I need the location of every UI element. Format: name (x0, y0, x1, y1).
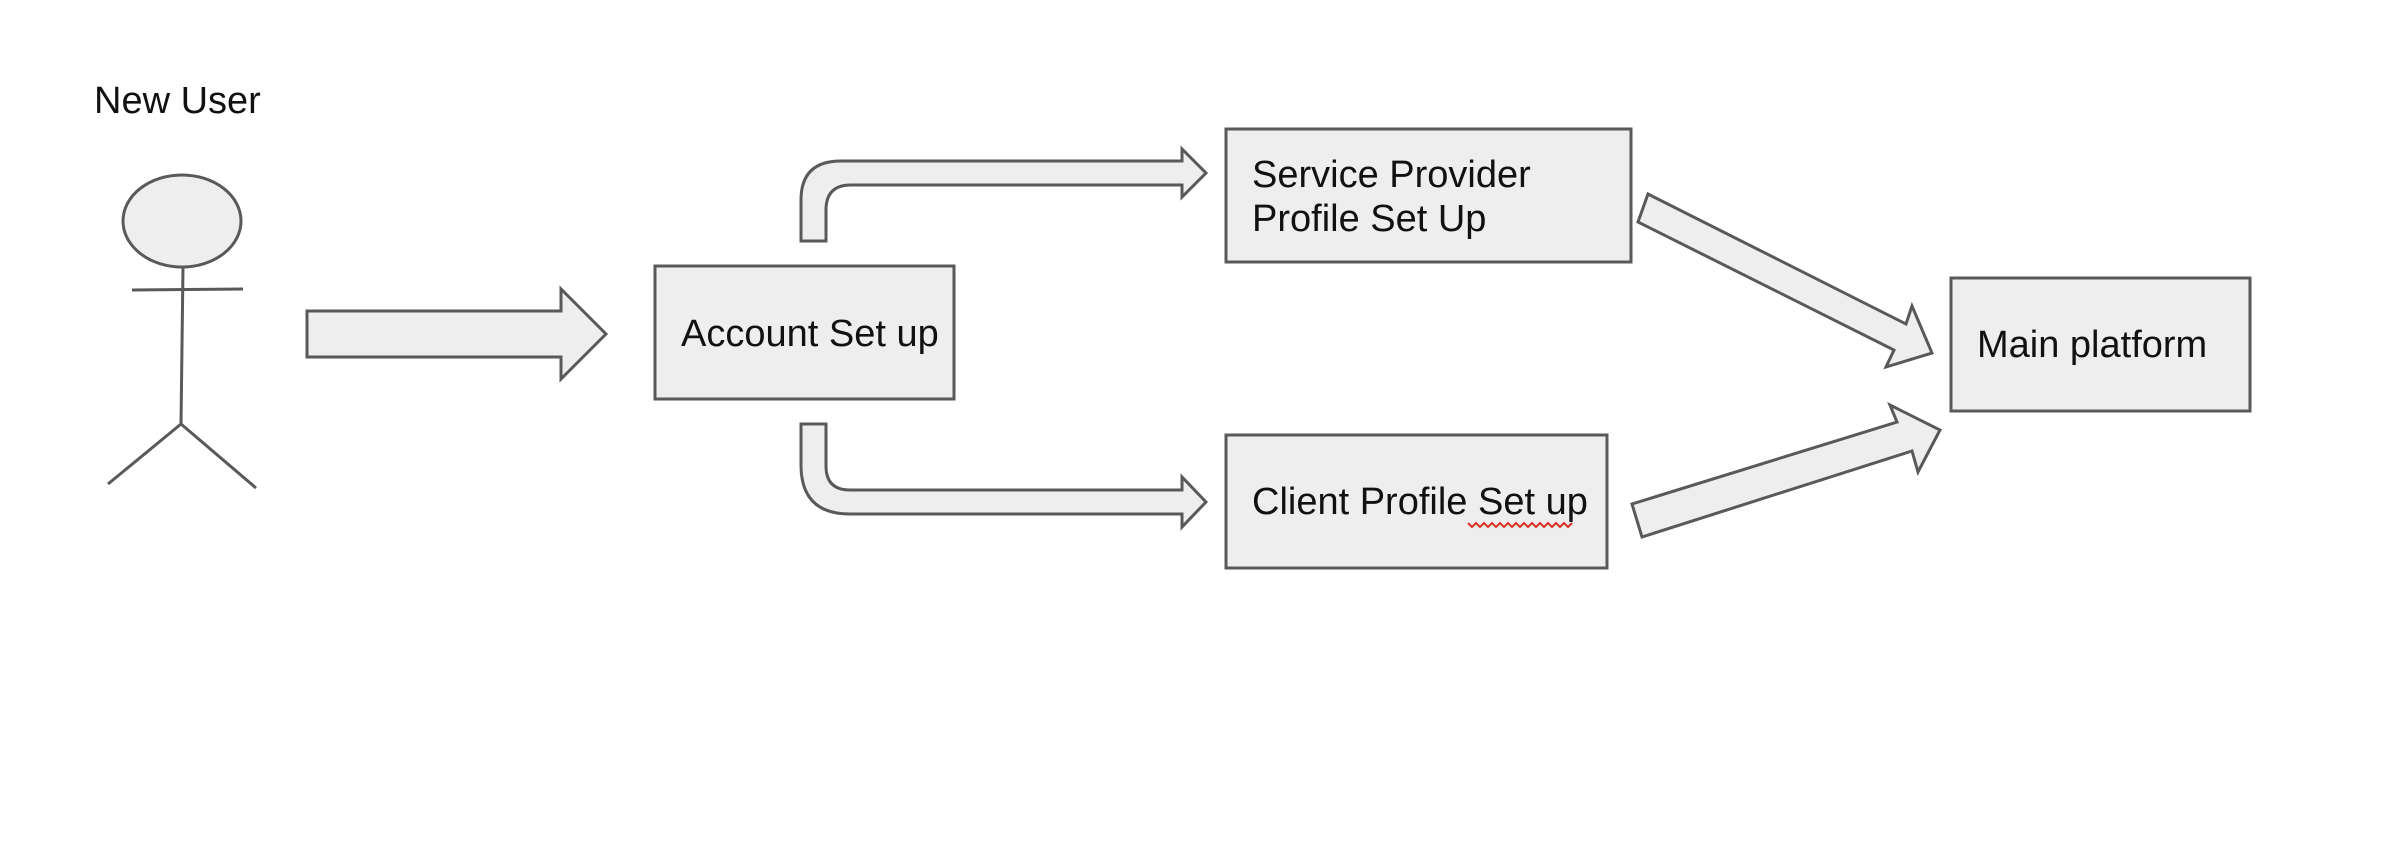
client-profile-box (1224, 433, 1609, 570)
service-provider-box (1224, 127, 1633, 264)
arrow-service-to-main (1636, 191, 1935, 370)
client-profile-label: Client Profile Set up (1252, 481, 1588, 523)
bent-arrow-to-service-provider (799, 145, 1209, 243)
arrow-client-to-main (1630, 401, 1943, 539)
actor-left-leg (107, 422, 182, 486)
actor-head (121, 173, 243, 269)
service-provider-label-line1: Service Provider (1252, 154, 1531, 196)
main-platform-label: Main platform (1977, 324, 2208, 366)
actor-right-leg (180, 422, 257, 490)
service-provider-label-line2: Profile Set Up (1252, 198, 1487, 240)
new-user-actor (107, 173, 257, 490)
actor-arms (131, 287, 244, 292)
account-setup-label: Account Set up (681, 313, 939, 355)
account-setup-box (653, 264, 956, 401)
spellcheck-underline (1467, 521, 1573, 529)
bent-arrow-to-client-profile (799, 422, 1209, 531)
arrow-user-to-account (305, 285, 609, 383)
actor-body (179, 266, 185, 425)
actor-label: New User (94, 80, 261, 122)
main-platform-box (1949, 276, 2252, 413)
